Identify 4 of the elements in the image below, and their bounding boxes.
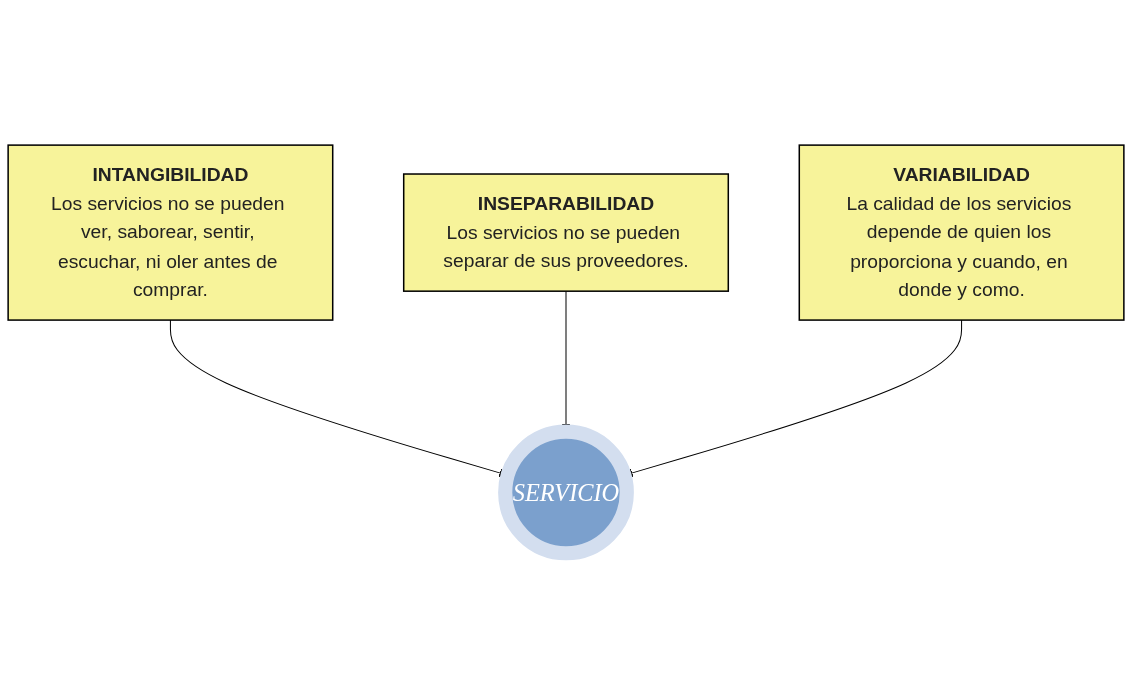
node-circle: SERVICIO [498, 424, 634, 561]
node-box: VARIABILIDAD La calidad de los servicios depende de quien los proporciona y cuando, en donde y como. [798, 144, 1125, 322]
node-box: INTANGIBILIDAD Los servicios no se pueden ver, saborear, sentir, escuchar, ni oler antes de comprar. [7, 144, 334, 322]
node-box: INSEPARABILIDAD Los servicios no se pueden separar de sus proveedores. [402, 173, 730, 293]
